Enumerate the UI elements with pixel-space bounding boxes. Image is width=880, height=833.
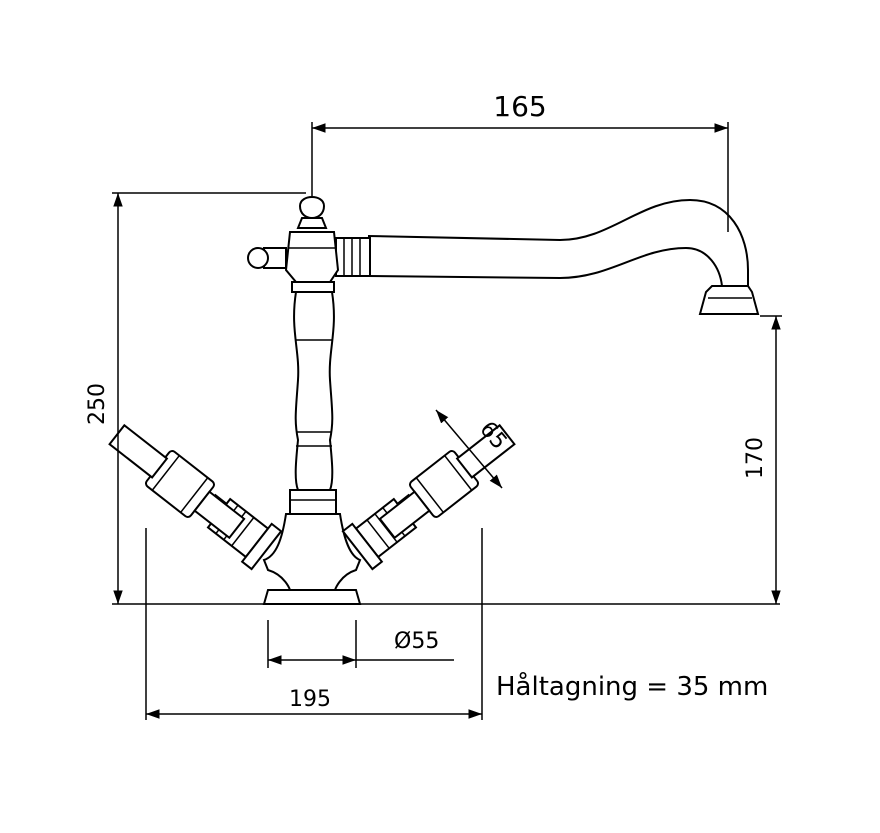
total-height-label: 250 <box>85 383 110 425</box>
base-diameter-label: Ø55 <box>394 629 439 654</box>
dimension-lines <box>112 122 782 720</box>
hole-size-note: Håltagning = 35 mm <box>496 672 769 702</box>
faucet-outline <box>108 196 760 605</box>
spout-height-label: 170 <box>743 437 768 479</box>
handle-span-label: 195 <box>289 687 331 712</box>
spout-reach-label: 165 <box>493 90 546 123</box>
